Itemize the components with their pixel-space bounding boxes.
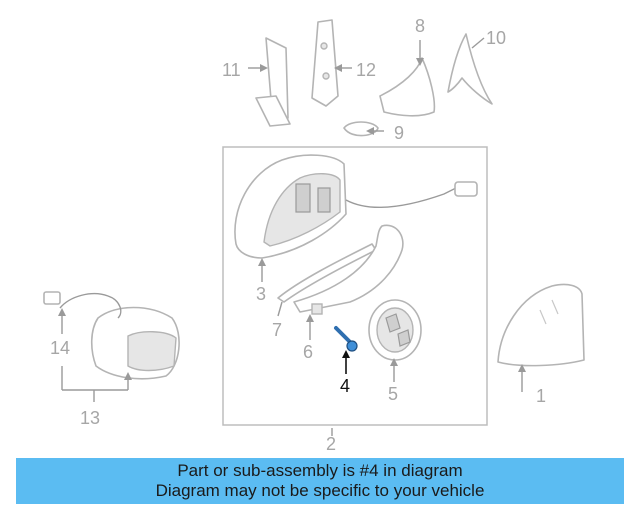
callout-12: 12 — [356, 60, 376, 80]
subassembly-2-box — [222, 146, 488, 426]
callout-7: 7 — [272, 320, 282, 340]
callout-10: 10 — [486, 28, 506, 48]
callout-3: 3 — [256, 284, 266, 304]
part-12-plate — [311, 19, 339, 107]
info-banner: Part or sub-assembly is #4 in diagram Di… — [16, 458, 624, 504]
part-13-lamp — [43, 291, 180, 380]
part-4-screw — [334, 326, 358, 352]
callout-8: 8 — [415, 16, 425, 36]
callout-4-leader — [342, 350, 350, 374]
part-10-gasket — [447, 33, 493, 105]
part-3-housing — [234, 154, 347, 259]
callout-14: 14 — [50, 338, 70, 358]
callout-leaders — [58, 37, 526, 436]
callout-9: 9 — [394, 123, 404, 143]
callout-11: 11 — [222, 60, 241, 80]
harness-cable — [345, 181, 478, 209]
callout-6: 6 — [303, 342, 313, 362]
part-1-glass — [497, 283, 585, 367]
part-6-base-cover — [293, 224, 404, 315]
callout-13: 13 — [80, 408, 100, 428]
banner-line-2: Diagram may not be specific to your vehi… — [155, 481, 485, 500]
part-8-cover — [379, 57, 436, 117]
callout-2: 2 — [326, 434, 336, 454]
part-5-actuator — [368, 299, 422, 361]
callout-4: 4 — [340, 376, 350, 396]
callout-5: 5 — [388, 384, 398, 404]
part-11-bracket — [255, 37, 291, 127]
banner-line-1: Part or sub-assembly is #4 in diagram — [177, 461, 463, 480]
callout-1: 1 — [536, 386, 546, 406]
